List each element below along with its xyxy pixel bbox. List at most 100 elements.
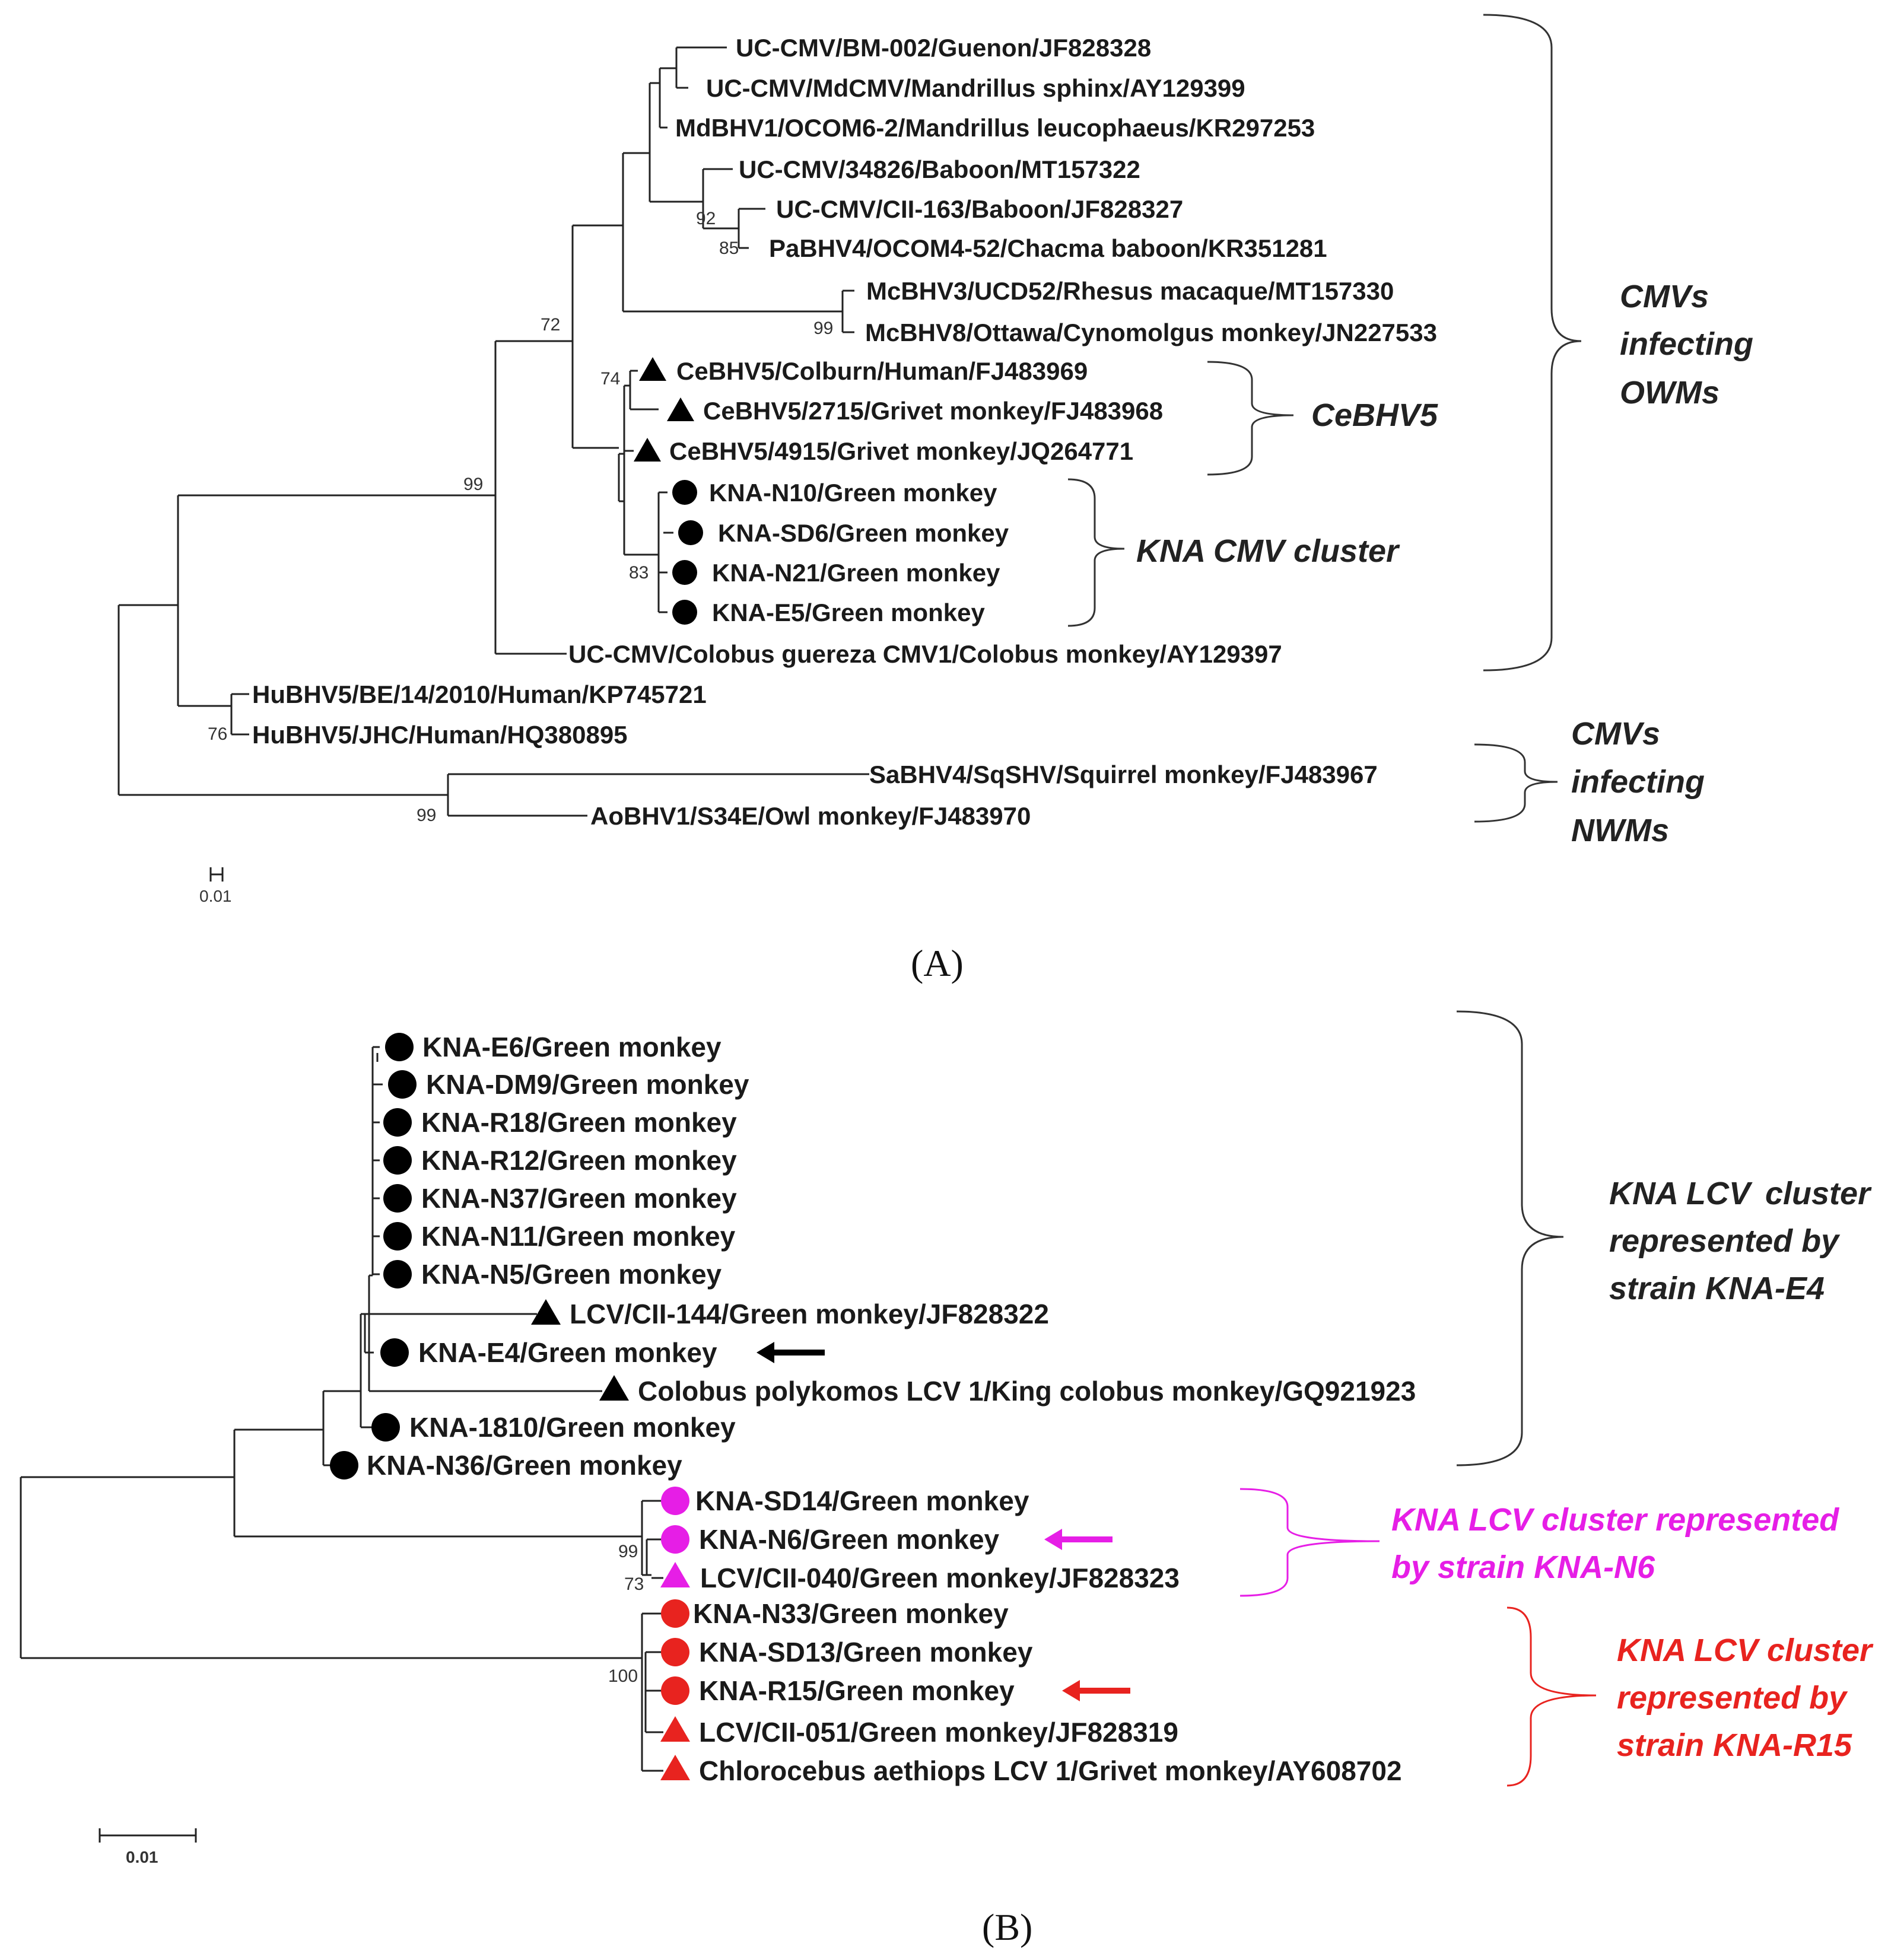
leaf-label: HuBHV5/BE/14/2010/Human/KP745721 bbox=[252, 680, 707, 708]
leaf-label: UC-CMV/34826/Baboon/MT157322 bbox=[739, 155, 1140, 183]
triangle-marker bbox=[660, 1755, 690, 1780]
leaf-label: Chlorocebus aethiops LCV 1/Grivet monkey… bbox=[699, 1755, 1402, 1786]
leaf-label: MdBHV1/OCOM6-2/Mandrillus leucophaeus/KR… bbox=[675, 114, 1315, 142]
bracket-cebhv5 bbox=[1207, 361, 1294, 476]
leaf-label: KNA-E4/Green monkey bbox=[418, 1337, 717, 1368]
circle-marker bbox=[385, 1033, 414, 1061]
leaf-label: McBHV8/Ottawa/Cynomolgus monkey/JN227533 bbox=[865, 319, 1437, 346]
triangle-marker bbox=[531, 1299, 561, 1325]
triangle-marker bbox=[599, 1375, 629, 1401]
group-label-kna-r15-1: KNA LCV cluster bbox=[1617, 1633, 1874, 1668]
triangle-marker bbox=[660, 1562, 690, 1587]
circle-marker bbox=[672, 560, 697, 585]
group-label-cebhv5: CeBHV5 bbox=[1311, 397, 1438, 433]
tree-b-branches bbox=[20, 1046, 663, 1772]
panel-label-b: (B) bbox=[982, 1906, 1032, 1948]
scale-label-b: 0.01 bbox=[126, 1848, 158, 1866]
leaf-label: LCV/CII-051/Green monkey/JF828319 bbox=[699, 1717, 1178, 1748]
group-label-kna-e4-1: KNA LCV bbox=[1609, 1176, 1753, 1211]
bootstrap-label: 99 bbox=[417, 806, 436, 825]
leaf-label: KNA-N33/Green monkey bbox=[693, 1598, 1009, 1629]
group-label-kna-e4-2: cluster bbox=[1765, 1176, 1872, 1211]
leaf-label: LCV/CII-144/Green monkey/JF828322 bbox=[570, 1299, 1049, 1329]
leaf-label: CeBHV5/Colburn/Human/FJ483969 bbox=[676, 357, 1088, 385]
bootstrap-label: 85 bbox=[719, 238, 739, 258]
bootstrap-label: 73 bbox=[624, 1574, 644, 1594]
leaf-label: KNA-R15/Green monkey bbox=[699, 1675, 1015, 1706]
markers-b bbox=[330, 1033, 690, 1780]
leaf-label: PaBHV4/OCOM4-52/Chacma baboon/KR351281 bbox=[769, 234, 1327, 262]
leaf-labels-b: KNA-E6/Green monkey KNA-DM9/Green monkey… bbox=[367, 1032, 1416, 1786]
bootstrap-label: 100 bbox=[608, 1666, 638, 1686]
leaf-label: KNA-SD6/Green monkey bbox=[718, 519, 1009, 547]
circle-marker bbox=[672, 480, 697, 505]
leaf-label: KNA-SD13/Green monkey bbox=[699, 1637, 1033, 1668]
leaf-label: KNA-N11/Green monkey bbox=[421, 1221, 736, 1252]
circle-marker bbox=[678, 520, 703, 545]
leaf-label: Colobus polykomos LCV 1/King colobus mon… bbox=[638, 1376, 1416, 1407]
bootstrap-label: 83 bbox=[629, 563, 649, 583]
circle-marker bbox=[672, 600, 697, 625]
group-label-kna-e4-4: strain KNA-E4 bbox=[1609, 1271, 1825, 1306]
group-label-nwms-2: infecting bbox=[1571, 764, 1705, 800]
leaf-label: KNA-E5/Green monkey bbox=[712, 599, 985, 626]
group-brackets-a bbox=[1067, 14, 1582, 823]
bootstrap-label: 92 bbox=[696, 209, 716, 228]
scale-label-a: 0.01 bbox=[199, 887, 232, 905]
tree-a-branches bbox=[117, 46, 869, 817]
bootstrap-label: 74 bbox=[600, 369, 620, 389]
bracket-owms bbox=[1483, 14, 1582, 672]
triangle-marker bbox=[639, 357, 666, 381]
markers-a bbox=[634, 357, 703, 625]
leaf-label: KNA-SD14/Green monkey bbox=[695, 1485, 1029, 1516]
leaf-label: McBHV3/UCD52/Rhesus macaque/MT157330 bbox=[866, 277, 1394, 305]
bootstrap-label: 99 bbox=[618, 1542, 638, 1561]
group-labels-a: CMVs infecting OWMs CeBHV5 KNA CMV clust… bbox=[1136, 279, 1753, 848]
group-label-kna-r15-3: strain KNA-R15 bbox=[1617, 1727, 1852, 1763]
leaf-label: UC-CMV/MdCMV/Mandrillus sphinx/AY129399 bbox=[706, 74, 1245, 102]
leaf-label: KNA-N21/Green monkey bbox=[712, 559, 1000, 587]
bootstrap-label: 99 bbox=[813, 319, 833, 338]
leaf-label: KNA-N36/Green monkey bbox=[367, 1450, 682, 1481]
scale-bar-a: 0.01 bbox=[199, 867, 232, 905]
arrow-kna-e4 bbox=[757, 1342, 825, 1363]
group-label-owms-1: CMVs bbox=[1620, 279, 1709, 314]
circle-marker bbox=[661, 1676, 689, 1705]
circle-marker bbox=[380, 1338, 409, 1367]
leaf-label: UC-CMV/CII-163/Baboon/JF828327 bbox=[776, 195, 1183, 223]
circle-marker bbox=[661, 1599, 689, 1628]
group-labels-b: KNA LCV cluster represented by strain KN… bbox=[1391, 1176, 1874, 1763]
circle-marker bbox=[383, 1108, 412, 1137]
leaf-label: KNA-E6/Green monkey bbox=[422, 1032, 721, 1062]
bootstrap-label: 99 bbox=[463, 475, 483, 494]
group-label-kna-n6-1: KNA LCV cluster represented bbox=[1391, 1502, 1839, 1538]
group-label-kna-r15-2: represented by bbox=[1617, 1680, 1848, 1716]
circle-marker bbox=[383, 1222, 412, 1251]
circle-marker bbox=[371, 1413, 400, 1442]
leaf-label: KNA-DM9/Green monkey bbox=[426, 1069, 749, 1100]
bracket-kna-n6 bbox=[1239, 1488, 1380, 1597]
leaf-label: KNA-N6/Green monkey bbox=[699, 1524, 1000, 1555]
leaf-label: AoBHV1/S34E/Owl monkey/FJ483970 bbox=[590, 802, 1031, 830]
leaf-label: HuBHV5/JHC/Human/HQ380895 bbox=[252, 721, 628, 749]
leaf-labels-a: UC-CMV/BM-002/Guenon/JF828328 UC-CMV/MdC… bbox=[252, 34, 1437, 830]
group-brackets-b bbox=[1239, 1010, 1597, 1787]
bracket-nwms bbox=[1474, 743, 1558, 823]
leaf-label: SaBHV4/SqSHV/Squirrel monkey/FJ483967 bbox=[869, 761, 1378, 788]
circle-marker bbox=[388, 1070, 417, 1099]
leaf-label: LCV/CII-040/Green monkey/JF828323 bbox=[700, 1563, 1180, 1593]
leaf-label: KNA-R12/Green monkey bbox=[421, 1145, 737, 1176]
scale-bar-b: 0.01 bbox=[98, 1828, 197, 1866]
group-label-nwms-3: NWMs bbox=[1571, 813, 1669, 848]
leaf-label: KNA-R18/Green monkey bbox=[421, 1107, 737, 1138]
bootstrap-label: 72 bbox=[541, 315, 560, 335]
group-label-kna-e4-3: represented by bbox=[1609, 1223, 1841, 1259]
circle-marker bbox=[661, 1487, 689, 1515]
arrow-kna-r15 bbox=[1062, 1680, 1130, 1701]
bootstrap-labels-a: 92 85 99 72 74 99 83 76 99 bbox=[208, 209, 833, 825]
group-label-kna-cmv: KNA CMV cluster bbox=[1136, 533, 1400, 569]
triangle-marker bbox=[634, 438, 661, 462]
circle-marker bbox=[330, 1451, 358, 1479]
leaf-label: UC-CMV/BM-002/Guenon/JF828328 bbox=[736, 34, 1151, 62]
